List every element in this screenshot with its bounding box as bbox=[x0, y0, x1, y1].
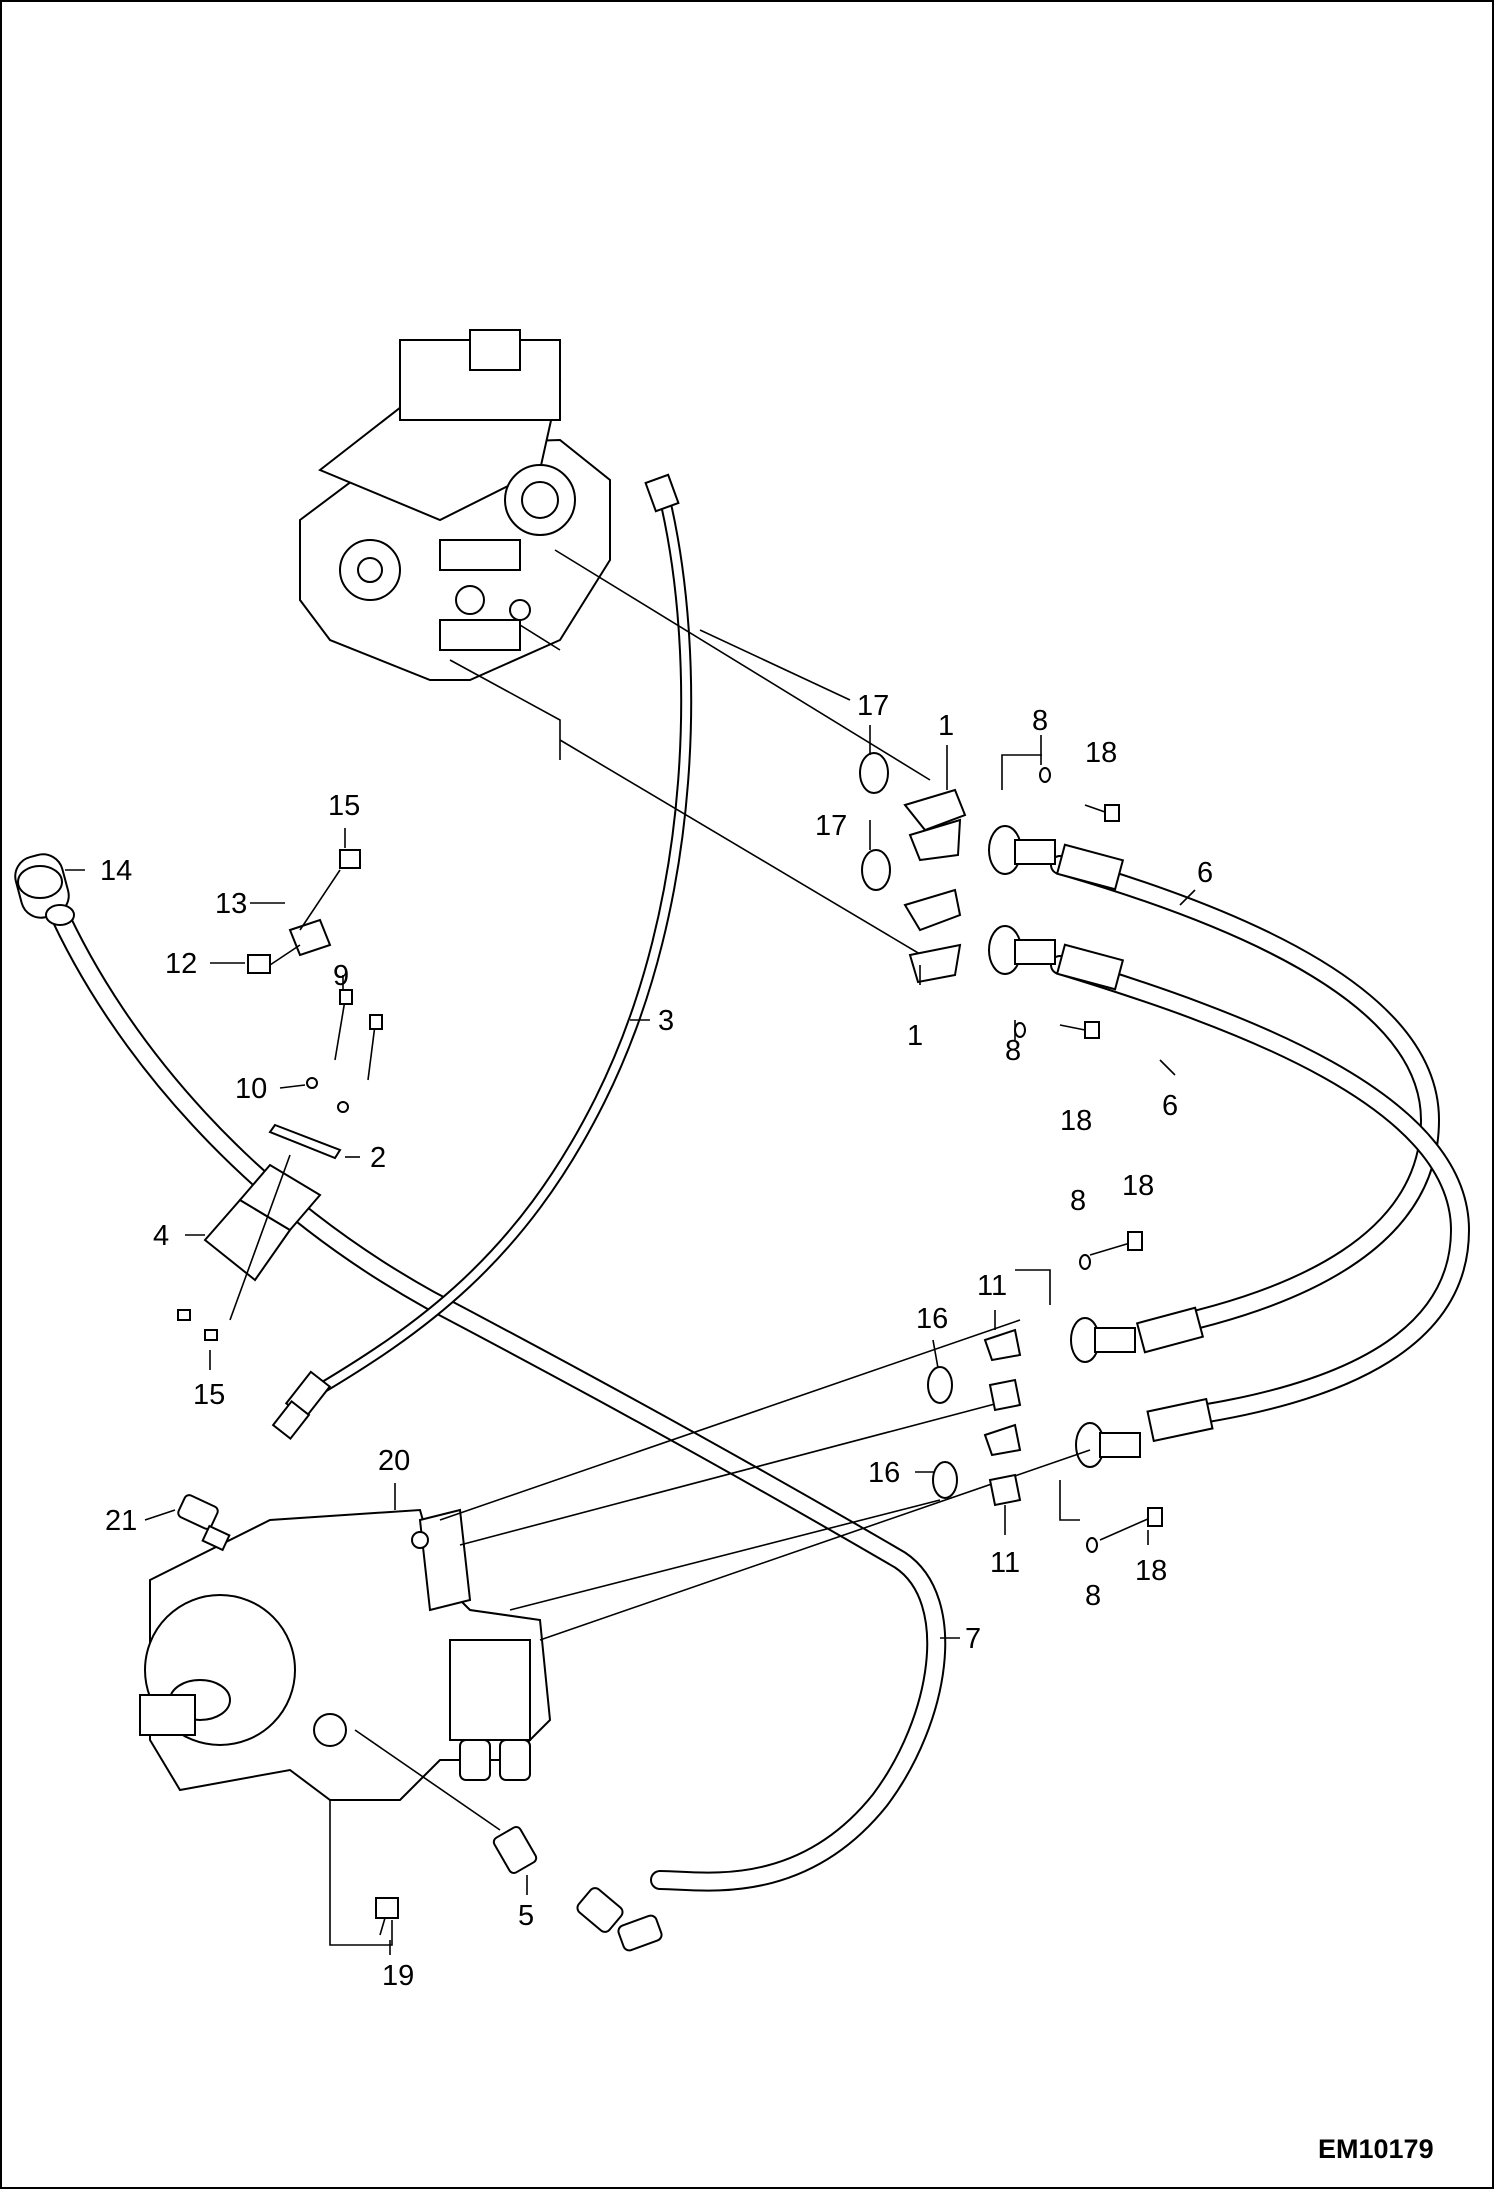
bolt-18-lower bbox=[1014, 1021, 1100, 1039]
callout-12: 12 bbox=[165, 948, 197, 980]
callout-8: 8 bbox=[1070, 1185, 1086, 1217]
figure-code: EM10179 bbox=[1318, 2134, 1434, 2164]
hose-6-lower bbox=[1050, 943, 1471, 1443]
callout-19: 19 bbox=[382, 1960, 414, 1992]
hydrostatic-pump bbox=[299, 329, 611, 681]
callout-18: 18 bbox=[1122, 1170, 1154, 1202]
callout-21: 21 bbox=[105, 1505, 137, 1537]
flange-half-11-lower bbox=[983, 1423, 1022, 1507]
callout-8: 8 bbox=[1005, 1035, 1021, 1067]
callout-2: 2 bbox=[370, 1142, 386, 1174]
clamp-4 bbox=[177, 1154, 322, 1341]
oring-17-lower bbox=[861, 849, 891, 891]
fitting-5 bbox=[354, 1729, 538, 1874]
callout-8: 8 bbox=[1032, 705, 1048, 737]
callout-7: 7 bbox=[965, 1623, 981, 1655]
hose-fittings-bottom bbox=[1070, 1317, 1141, 1468]
callout-8: 8 bbox=[1085, 1580, 1101, 1612]
callout-18: 18 bbox=[1085, 737, 1117, 769]
bolts-9 bbox=[334, 989, 383, 1081]
callout-1: 1 bbox=[938, 710, 954, 742]
callout-17: 17 bbox=[815, 810, 847, 842]
callout-1: 1 bbox=[907, 1020, 923, 1052]
flange-half-1-upper bbox=[903, 788, 967, 862]
callout-20: 20 bbox=[378, 1445, 410, 1477]
callout-11: 11 bbox=[977, 1270, 1007, 1302]
leader-8-18-upper bbox=[1001, 754, 1042, 790]
bolt-18-motor-upper bbox=[1079, 1231, 1143, 1270]
callout-16: 16 bbox=[916, 1303, 948, 1335]
callout-4: 4 bbox=[153, 1220, 169, 1252]
callout-11: 11 bbox=[990, 1547, 1020, 1579]
bolt-18-upper bbox=[1039, 767, 1120, 822]
callout-3: 3 bbox=[658, 1005, 674, 1037]
callout-leaders bbox=[65, 725, 1196, 1955]
hose-6-upper bbox=[1050, 843, 1441, 1354]
plate-2 bbox=[268, 1123, 342, 1160]
nut-15-upper bbox=[339, 849, 361, 869]
callout-17: 17 bbox=[857, 690, 889, 722]
callout-15: 15 bbox=[328, 790, 360, 822]
flange-half-1-lower bbox=[903, 888, 962, 984]
oring-17-upper bbox=[859, 752, 889, 794]
hose-7 bbox=[14, 853, 947, 1892]
callout-6: 6 bbox=[1162, 1090, 1178, 1122]
elbow-fitting-7 bbox=[576, 1887, 663, 1952]
hose-3 bbox=[271, 473, 693, 1440]
pump-leader-lines bbox=[449, 549, 931, 961]
hydrostatic-motor bbox=[139, 1508, 552, 1801]
bolt-18-motor-lower bbox=[1086, 1507, 1163, 1553]
callout-6: 6 bbox=[1197, 857, 1213, 889]
callout-18: 18 bbox=[1135, 1555, 1167, 1587]
callout-15: 15 bbox=[193, 1379, 225, 1411]
callout-13: 13 bbox=[215, 888, 247, 920]
bolt-19 bbox=[329, 1800, 399, 1946]
flange-half-11-upper bbox=[983, 1328, 1022, 1412]
callout-14: 14 bbox=[100, 855, 132, 887]
oring-16-upper bbox=[927, 1366, 953, 1404]
hose-fittings-top bbox=[988, 825, 1056, 975]
bracket-13 bbox=[247, 851, 359, 974]
callout-10: 10 bbox=[235, 1073, 267, 1105]
oring-16-lower bbox=[932, 1461, 958, 1499]
callout-9: 9 bbox=[333, 960, 349, 992]
washer-10 bbox=[306, 1077, 349, 1113]
callout-16: 16 bbox=[868, 1457, 900, 1489]
elbow-fitting-21 bbox=[177, 1494, 231, 1552]
callout-18: 18 bbox=[1060, 1105, 1092, 1137]
callout-5: 5 bbox=[518, 1900, 534, 1932]
